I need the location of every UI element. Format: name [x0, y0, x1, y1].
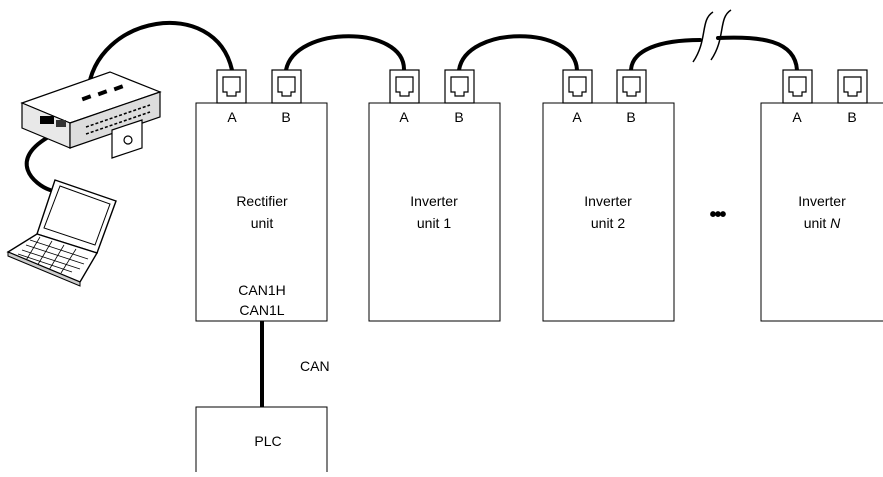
rj45-port-icon[interactable]: [271, 69, 302, 104]
inverter2-port-a-label: A: [572, 109, 582, 125]
inverter1-title-line2: unit 1: [417, 215, 451, 231]
inverterN-title-variable: N: [830, 215, 841, 231]
inverter2-title-line1: Inverter: [584, 193, 632, 209]
rj45-port-icon[interactable]: [389, 69, 420, 104]
can-high-label: CAN1H: [238, 282, 285, 298]
rj45-port-icon[interactable]: [616, 69, 647, 104]
cable-inverter2-to-break: [629, 38, 702, 72]
inverterN-title-line1: Inverter: [798, 193, 846, 209]
cables: [24, 9, 799, 407]
inverter2-port-b-label: B: [626, 109, 635, 125]
rj45-port-icon[interactable]: [837, 69, 868, 104]
inverter1-title-line1: Inverter: [410, 193, 458, 209]
cable-break-to-inverterN: [716, 35, 799, 72]
rectifier-unit-box: [195, 102, 328, 322]
rectifier-title-line1: Rectifier: [236, 193, 288, 209]
rectifier-port-a-label: A: [227, 109, 237, 125]
inverter1-port-a-label: A: [399, 109, 409, 125]
plc-label: PLC: [254, 433, 281, 449]
cable-rectifier-to-inverter1: [284, 34, 407, 72]
rj45-port-icon[interactable]: [216, 69, 247, 104]
cable-break-mark-right: [710, 9, 732, 61]
inverter-unit-2-box: [542, 102, 675, 322]
inverterN-title-prefix: unit: [804, 215, 830, 231]
rj45-port-icon[interactable]: [782, 69, 813, 104]
inverterN-port-a-label: A: [792, 109, 802, 125]
usb-can-adapter-icon: [20, 71, 162, 159]
cable-adapter-to-laptop: [24, 133, 54, 192]
laptop-icon: [6, 179, 117, 287]
cable-break-mark-left: [692, 11, 714, 63]
inverterN-title-line2: unit N: [804, 215, 841, 231]
rectifier-port-b-label: B: [281, 109, 290, 125]
inverter-unit-n-box: [760, 102, 883, 322]
inverter1-port-b-label: B: [454, 109, 463, 125]
inverter-unit-1-box: [368, 102, 501, 322]
unit-boxes: [195, 102, 883, 476]
ports: [216, 69, 868, 104]
can-low-label: CAN1L: [239, 302, 284, 318]
labels: A B Rectifier unit CAN1H CAN1L A B Inver…: [227, 109, 856, 449]
more-units-ellipsis: •••: [709, 204, 726, 226]
inverterN-port-b-label: B: [847, 109, 856, 125]
cable-inverter1-to-inverter2: [457, 34, 579, 72]
rectifier-title-line2: unit: [251, 215, 274, 231]
cable-adapter-to-rectifier: [86, 21, 234, 94]
can-bus-label: CAN: [300, 358, 330, 374]
rj45-port-icon[interactable]: [562, 69, 593, 104]
rj45-port-icon[interactable]: [444, 69, 475, 104]
inverter2-title-line2: unit 2: [591, 215, 625, 231]
